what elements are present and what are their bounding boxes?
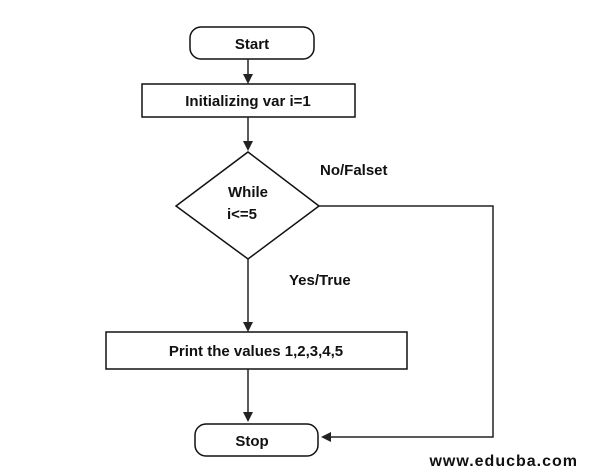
decision-label-line1: While: [228, 184, 268, 201]
print-process-node: Print the values 1,2,3,4,5: [105, 331, 408, 370]
stop-node: Stop: [194, 423, 319, 457]
false-branch-label: No/Falset: [320, 162, 388, 179]
decision-label-line2: i<=5: [227, 206, 257, 223]
arrow-start-to-init: [243, 59, 253, 84]
start-node: Start: [189, 26, 315, 60]
stop-label: Stop: [235, 433, 268, 450]
arrow-init-to-decision: [243, 117, 253, 151]
init-label: Initializing var i=1: [185, 93, 310, 110]
arrow-print-to-stop: [243, 369, 253, 422]
arrow-false-to-stop: [319, 205, 494, 442]
init-process-node: Initializing var i=1: [141, 83, 356, 118]
start-label: Start: [235, 36, 269, 53]
true-branch-label: Yes/True: [289, 272, 351, 289]
print-label: Print the values 1,2,3,4,5: [169, 343, 343, 360]
watermark-text: www.educba.com: [428, 453, 578, 470]
decision-node: While i<=5: [174, 151, 321, 260]
arrow-decision-to-print: [243, 259, 253, 332]
